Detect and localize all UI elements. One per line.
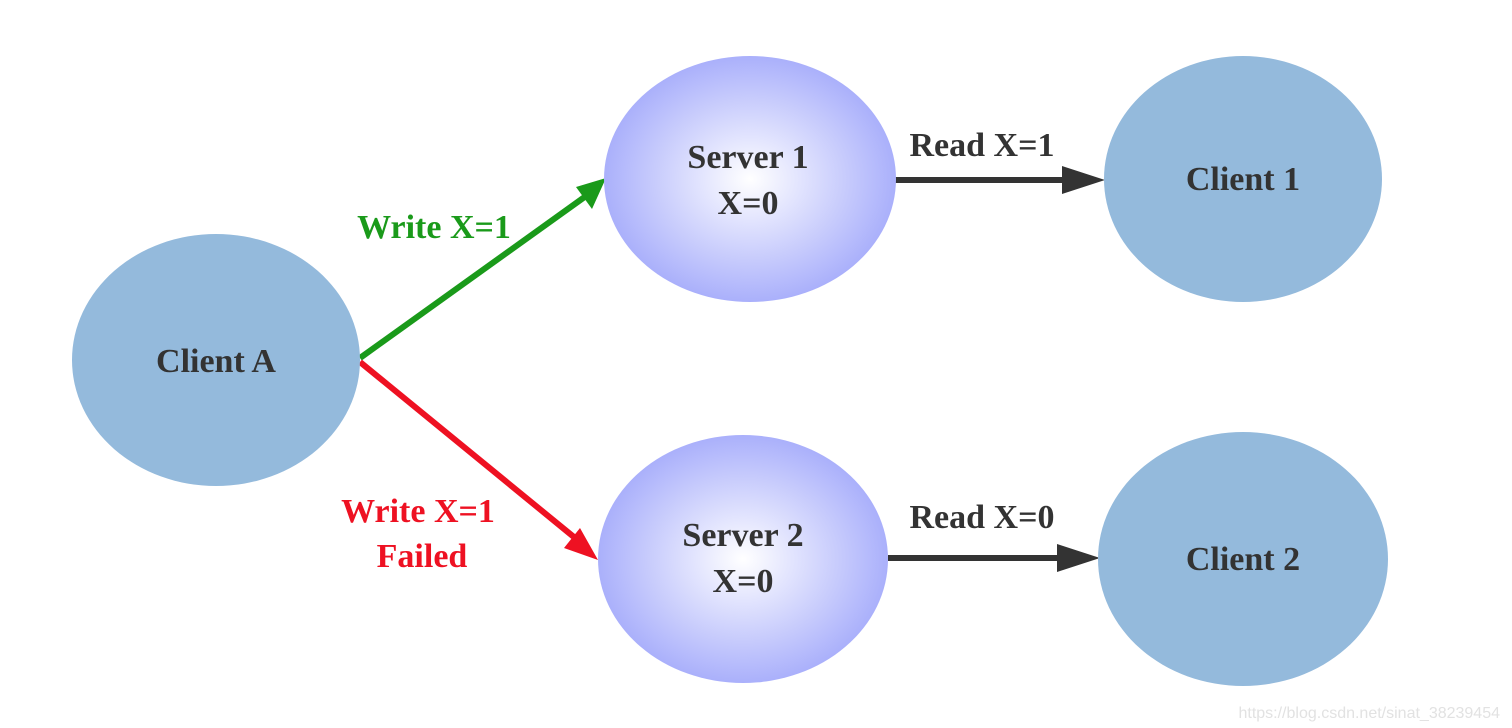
client-a-ellipse <box>72 234 360 486</box>
client-1-label: Client 1 <box>1186 161 1300 198</box>
write-failed-arrowhead <box>564 528 598 560</box>
server-1-value: X=0 <box>718 185 779 222</box>
edge-write-failed <box>358 359 598 560</box>
read-1-arrowhead <box>1062 166 1105 194</box>
server-1-label: Server 1 <box>687 139 808 176</box>
write-success-label: Write X=1 <box>357 209 511 246</box>
edge-write-success <box>358 178 606 361</box>
edge-read-1 <box>895 166 1105 194</box>
server-2-ellipse <box>598 435 888 683</box>
client-a-label: Client A <box>156 343 276 380</box>
server-1-ellipse <box>604 56 896 302</box>
write-failed-line <box>358 359 582 545</box>
client-1-ellipse <box>1104 56 1382 302</box>
write-success-arrowhead <box>576 178 606 209</box>
node-server-2: Server 2 X=0 <box>598 435 888 683</box>
node-client-2: Client 2 <box>1098 432 1388 686</box>
read-2-label: Read X=0 <box>910 499 1055 536</box>
node-server-1: Server 1 X=0 <box>604 56 896 302</box>
node-client-a: Client A <box>72 234 360 486</box>
read-1-label: Read X=1 <box>910 127 1055 164</box>
write-success-line <box>358 193 588 361</box>
server-2-value: X=0 <box>713 563 774 600</box>
node-client-1: Client 1 <box>1104 56 1382 302</box>
write-failed-status: Failed <box>377 538 468 575</box>
client-2-ellipse <box>1098 432 1388 686</box>
read-2-arrowhead <box>1057 544 1100 572</box>
watermark: https://blog.csdn.net/sinat_38239454 <box>1238 705 1500 722</box>
server-2-label: Server 2 <box>682 517 803 554</box>
write-failed-label: Write X=1 <box>341 493 495 530</box>
edge-read-2 <box>888 544 1100 572</box>
client-2-label: Client 2 <box>1186 541 1300 578</box>
